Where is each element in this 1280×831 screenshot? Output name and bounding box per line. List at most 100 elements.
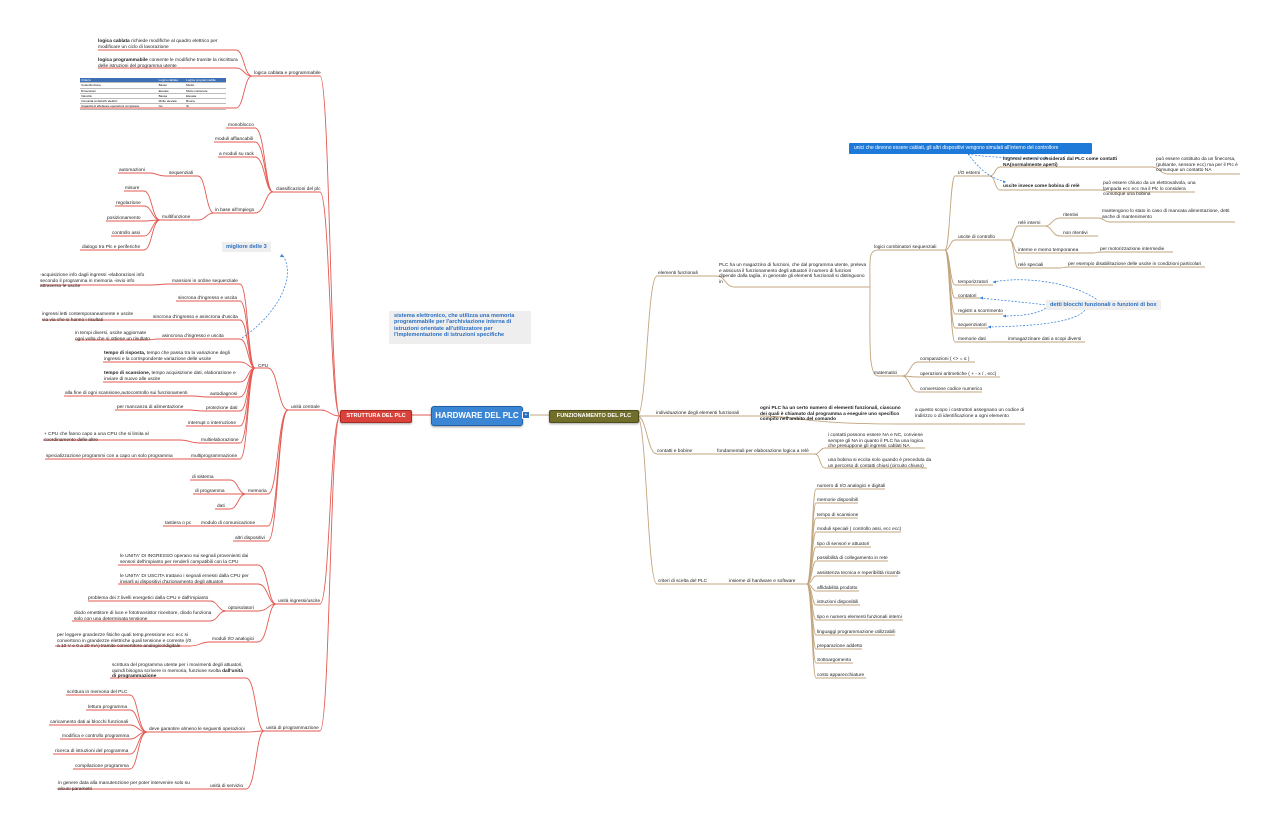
central-topic[interactable]: HARDWARE DEL PLC	[431, 406, 523, 426]
topic-altri-dispositivi[interactable]: altri dispositivi	[235, 536, 265, 541]
topic-sequenziatori[interactable]: sequenziatori	[958, 323, 987, 328]
topic-criteri-scelta[interactable]: criteri di scelta del PLC	[658, 579, 708, 584]
topic-misure[interactable]: misure	[125, 186, 140, 191]
topic-logica[interactable]: logica cablata e programmabile	[254, 71, 321, 76]
topic-registri[interactable]: registri a scorrimento	[958, 309, 1003, 314]
list-item[interactable]: assistenza tecnica e reperibilità ricamb…	[817, 571, 901, 576]
note-multiprogrammazione[interactable]: specializzazione programmi con a capo un…	[46, 454, 173, 459]
note-analogici[interactable]: per leggere grandezze fisiche quali temp…	[57, 633, 192, 650]
list-item[interactable]: tipo e numero elementi funzionali intern…	[817, 615, 902, 620]
note-ingressi-finecorsa[interactable]: può essere costituito da un finecorsa, (…	[1156, 157, 1238, 174]
list-item[interactable]: costo apparecchiature	[817, 673, 865, 678]
note-individuazione-codice[interactable]: a questo scopo i costruttori assegnano u…	[915, 408, 1025, 419]
topic-moduli-rack[interactable]: a moduli su rack	[219, 152, 254, 157]
list-item[interactable]: numero di I/O analogici e digitali	[817, 484, 886, 489]
note-multielaborazione[interactable]: + CPU che fanno capo a una CPU che si li…	[44, 432, 149, 443]
note-tempo-risposta[interactable]: tempo di risposta, tempo che passa tra l…	[104, 351, 238, 362]
topic-classificazioni[interactable]: classificazioni del plc	[276, 187, 321, 192]
note-ingressi-esterni[interactable]: ingressi esterni considerati dal PLC com…	[1003, 157, 1153, 168]
note-unita-ingresso[interactable]: le UNITA' DI INGRESSO operano sui segnal…	[120, 554, 249, 565]
note-individuazione-bold[interactable]: ogni PLC ha un certo numero di elementi …	[760, 406, 905, 423]
topic-temporizzatori[interactable]: temporizzatori	[958, 280, 989, 285]
topic-memorie-dati[interactable]: memorie dati	[958, 337, 986, 342]
note-tempo-scansione[interactable]: tempo di scansione, tempo acquisizione d…	[104, 371, 238, 382]
topic-multielaborazione[interactable]: multielaborazione	[201, 438, 239, 443]
topic-memoria-sistema[interactable]: di sistema	[192, 475, 214, 480]
list-item[interactable]: istruzioni disponibili	[817, 600, 859, 605]
note-unita-servizio[interactable]: in genere data alla manutenzione per pot…	[58, 781, 190, 792]
topic-op-lettura[interactable]: lettura programma	[88, 705, 128, 710]
topic-unita-io[interactable]: unità ingressi/uscite	[278, 599, 321, 604]
topic-ritentivi[interactable]: ritentivi	[1063, 213, 1079, 218]
note-bobina[interactable]: una bobina si eccita solo quando è prece…	[828, 458, 932, 469]
list-item[interactable]: memorie disponibili	[817, 498, 859, 503]
callout-blocchi-funzionali[interactable]: detti blocchi funzionali o funzioni di b…	[1046, 300, 1161, 311]
topic-posizionamento[interactable]: posizionamento	[107, 216, 141, 221]
note-protezione[interactable]: per mancanza di alimentazione	[117, 405, 184, 410]
list-item[interactable]: possibilità di collegamento in rete	[817, 556, 888, 561]
main-topic-funzionamento[interactable]: FUNZIONAMENTO DEL PLC	[549, 410, 639, 423]
note-asincrona[interactable]: in tempi diversi, uscite aggiornate ogni…	[75, 331, 150, 342]
topic-memoria[interactable]: memoria	[248, 489, 267, 494]
note-rele-speciali[interactable]: per esempio disabilitazione delle uscite…	[1068, 262, 1202, 267]
topic-regolazione[interactable]: regolazione	[116, 201, 141, 206]
topic-unita-servizio[interactable]: unità di servizio	[210, 784, 244, 789]
topic-cpu[interactable]: CPU	[258, 364, 269, 369]
callout-definizione-plc[interactable]: sistema elettronico, che utilizza una me…	[389, 311, 531, 344]
topic-contatti-bobine[interactable]: contatti e bobine	[657, 449, 693, 454]
note-elementi-funzionali[interactable]: PLC ha un magazzino di funzioni, che dal…	[719, 263, 867, 285]
topic-rele-speciali[interactable]: relè speciali	[1018, 263, 1044, 268]
topic-comparazioni[interactable]: comparazioni ( <> = ≤ )	[920, 357, 970, 362]
list-item[interactable]: tipo di sensori e attuatori	[817, 542, 870, 547]
topic-sincrona[interactable]: sincrona d'ingresso e uscita	[178, 296, 238, 301]
note-uscite-bobina[interactable]: uscite invece come bobina di relè	[1003, 184, 1080, 190]
topic-non-ritentivi[interactable]: non ritentivi	[1063, 231, 1088, 236]
expand-collapse-icon[interactable]: +	[522, 411, 530, 419]
topic-matematici[interactable]: matematici	[874, 371, 898, 376]
topic-asincrona[interactable]: asincrona d'ingresso e uscita	[162, 334, 224, 339]
note-uscite-elettrovalvola[interactable]: può essere chiuso da un elettrovalvola, …	[1103, 181, 1196, 198]
topic-autodiagnosi[interactable]: autodiagnosi	[210, 392, 238, 397]
topic-conversione-codice[interactable]: conversione codice numerico	[920, 387, 983, 392]
topic-multifunzione[interactable]: multifunzione	[162, 215, 191, 220]
topic-io-esterni[interactable]: I/O esterni	[958, 171, 981, 176]
topic-analogici[interactable]: moduli I/O analogici	[212, 637, 255, 642]
topic-fondamentali[interactable]: fondamentali per elaborazione logica a r…	[717, 449, 809, 454]
topic-mansioni[interactable]: mansioni in ordine sequenziale	[172, 279, 238, 284]
topic-comunicazione[interactable]: modulo di comunicazione	[201, 521, 256, 526]
topic-elementi-funzionali[interactable]: elementi funzionali	[658, 271, 698, 276]
note-interne-memo[interactable]: per motorizzazione intermedie	[1100, 247, 1165, 252]
topic-moduli-affiancabili[interactable]: moduli affiancabili	[215, 137, 254, 142]
callout-migliore[interactable]: migliore delle 3	[222, 242, 271, 253]
note-mansioni[interactable]: -acquisizione info dagli ingressi -elabo…	[40, 273, 145, 290]
topic-memoria-dati[interactable]: dati	[217, 504, 225, 509]
topic-memoria-programma[interactable]: di programma	[195, 489, 225, 494]
topic-dialogo[interactable]: dialogo tra Plc e periferiche	[82, 245, 141, 250]
list-item[interactable]: affidabilità prodotto	[817, 586, 858, 591]
note-logica-programmabile[interactable]: logica programmabile consente le modific…	[98, 58, 238, 69]
topic-sequenziali[interactable]: sequenziali	[169, 171, 194, 176]
note-optoisolatori-diodo[interactable]: diodo emettitore di luce e fototransisto…	[74, 611, 212, 622]
note-logica-cablata[interactable]: logica cablata richiede modifiche al qua…	[98, 39, 238, 50]
topic-sincrona-asincrona[interactable]: sincrona d'ingresso e asincrona d'uscita	[153, 315, 238, 320]
note-optoisolatori-problema[interactable]: problema dei ≠ livelli energetici dalla …	[88, 596, 209, 601]
topic-unita-centrale[interactable]: unità centrale	[291, 405, 320, 410]
topic-uscite-controllo[interactable]: uscite di controllo	[958, 235, 996, 240]
list-item[interactable]: moduli speciali ( controllo assi, ecc ec…	[817, 527, 902, 532]
note-sincrona-asincrona[interactable]: ingressi letti contemporaneamente e usci…	[42, 312, 134, 323]
topic-rele-interni[interactable]: relè interni	[1018, 221, 1041, 226]
topic-interrupt[interactable]: interrupt o interruzione	[188, 421, 236, 426]
list-item[interactable]: tempo di scansione	[817, 513, 859, 518]
topic-operazioni-aritmetiche[interactable]: operazioni aritmetiche ( + - x / , ecc)	[920, 372, 997, 377]
topic-contatori[interactable]: contatori	[958, 294, 977, 299]
note-unita-uscita[interactable]: le UNITA' DI USCITA trattano i segnali e…	[120, 574, 249, 585]
topic-op-caricamento[interactable]: caricamento dati ai blocchi funzionali	[50, 720, 129, 725]
main-topic-struttura[interactable]: STRUTTURA DEL PLC	[340, 410, 412, 423]
topic-protezione[interactable]: protezione dati	[206, 406, 238, 411]
topic-operazioni[interactable]: deve garantire almeno le seguenti operaz…	[149, 727, 245, 732]
topic-hardware-software[interactable]: insieme di hardware e software	[729, 579, 796, 584]
list-item[interactable]: Sottoargomento	[817, 658, 852, 663]
topic-tastiera[interactable]: tastiera o pc	[165, 521, 192, 526]
topic-op-ricerca[interactable]: ricerca di istruzioni del programma	[55, 749, 129, 754]
list-item[interactable]: linguaggi programmazione utilizzabili	[817, 630, 896, 635]
